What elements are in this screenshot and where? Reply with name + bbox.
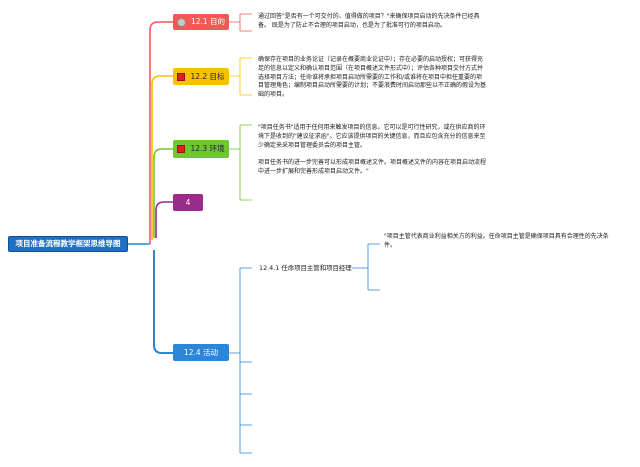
connector-activity xyxy=(153,250,173,354)
branch-environment-label: 12.3 环境 xyxy=(190,144,225,154)
branch-activity[interactable]: 12.4 活动 xyxy=(173,344,229,361)
branch-goal[interactable]: 12.2 目标 xyxy=(173,68,229,85)
clock-icon xyxy=(176,17,186,27)
environment-note-1: "项目任务书"适用于任何用来触发项目的信息。它可以是可行性研究，或在供应商的环境… xyxy=(258,124,486,149)
activity-subtopic[interactable]: 12.4.1 任命项目主管和项目经理 xyxy=(259,264,352,272)
activity-subtopic-note: "项目主管代表商业利益相关方的利益。任命项目主管是确保项目具有合理性的先决条件。 xyxy=(384,233,609,249)
red-flag-icon xyxy=(177,72,186,81)
branch-purpose-label: 12.1 目的 xyxy=(190,17,226,27)
branch-purpose[interactable]: 12.1 目的 xyxy=(173,14,229,30)
connector-item4 xyxy=(155,201,173,238)
branch-item-4[interactable]: 4 xyxy=(173,194,203,211)
environment-note-2: 项目任务书的进一步完善可以形成项目概述文件。项目概述文件的内容在项目启动流程中进… xyxy=(258,159,487,175)
root-node[interactable]: 项目准备流程教学框架思维导图 xyxy=(8,236,128,252)
branch-activity-label: 12.4 活动 xyxy=(183,347,219,357)
connector-purpose xyxy=(149,21,173,244)
root-label: 项目准备流程教学框架思维导图 xyxy=(15,239,121,249)
red-flag-icon xyxy=(177,145,186,153)
goal-note: 确保存在项目的业务论证（记录在概要商业论证中）；存在必要的启动授权；可获得充足的… xyxy=(258,56,487,99)
branch-item-4-label: 4 xyxy=(185,197,191,207)
purpose-note: 通过回答"是否有一个可交付的、值得做的项目？"来确保项目启动的先决条件已经具备。… xyxy=(258,13,480,29)
branch-environment[interactable]: 12.3 环境 xyxy=(173,140,229,158)
connector-goal xyxy=(151,75,173,240)
branch-goal-label: 12.2 目标 xyxy=(190,71,225,81)
connector-environment xyxy=(153,148,173,238)
